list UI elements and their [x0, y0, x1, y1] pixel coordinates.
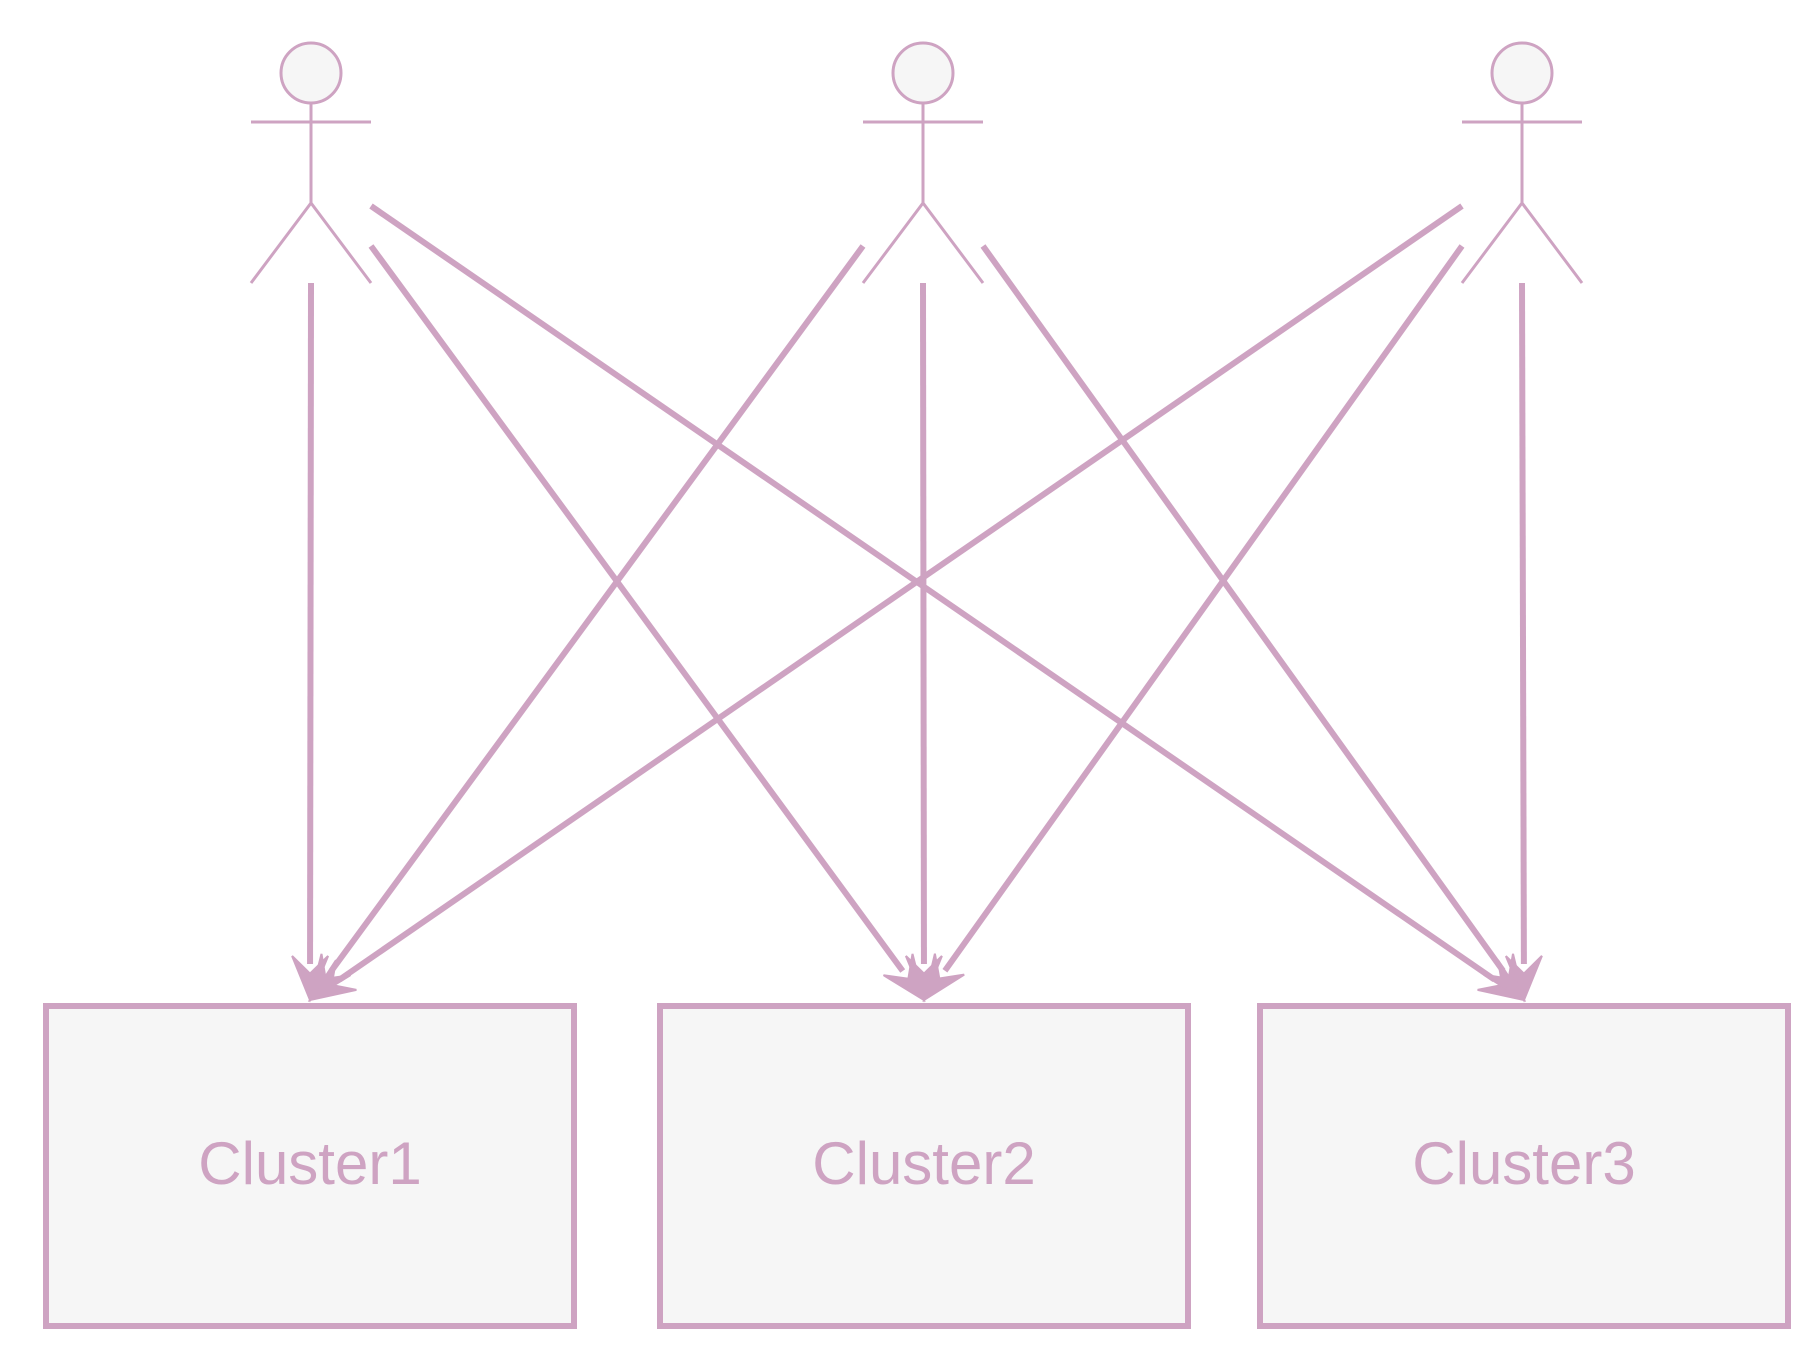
- cluster-node[interactable]: Cluster1: [43, 1003, 577, 1329]
- actor-head: [279, 41, 343, 105]
- cluster-label: Cluster1: [198, 1130, 421, 1197]
- edge-actor-1-to-cluster-1[interactable]: [307, 282, 314, 965]
- edges-layer: [307, 203, 1527, 983]
- cluster-label: Cluster3: [1412, 1130, 1635, 1197]
- cluster-node[interactable]: Cluster3: [1257, 1003, 1791, 1329]
- arrowhead: [922, 953, 965, 1003]
- edge-actor-3-to-cluster-2[interactable]: [942, 244, 1465, 973]
- actor-body: [249, 103, 373, 284]
- actor-figure[interactable]: [1460, 41, 1584, 284]
- edge-actor-1-to-cluster-2[interactable]: [368, 244, 906, 973]
- cluster-box: [43, 1003, 577, 1329]
- actor-figure[interactable]: [249, 41, 373, 284]
- edge-actor-2-to-cluster-1[interactable]: [328, 244, 866, 973]
- cluster-box: [1257, 1003, 1791, 1329]
- cluster-box: [657, 1003, 1191, 1329]
- edge-actor-3-to-cluster-1[interactable]: [337, 203, 1464, 983]
- actor-head: [1490, 41, 1554, 105]
- cluster-node[interactable]: Cluster2: [657, 1003, 1191, 1329]
- edge-actor-1-to-cluster-3[interactable]: [369, 203, 1497, 983]
- clusters-layer: Cluster1 Cluster2 Cluster3: [43, 1003, 1791, 1329]
- arrowheads-layer: [291, 953, 1543, 1003]
- actor-body: [861, 103, 985, 284]
- actor-figure[interactable]: [861, 41, 985, 284]
- edge-actor-2-to-cluster-2[interactable]: [920, 282, 927, 965]
- cluster-label: Cluster2: [812, 1130, 1035, 1197]
- arrowhead: [1504, 955, 1543, 1003]
- edge-actor-2-to-cluster-3[interactable]: [980, 244, 1506, 973]
- edge-actor-3-to-cluster-3[interactable]: [1519, 282, 1527, 965]
- arrowhead: [307, 959, 357, 1002]
- actors-layer: [249, 41, 1584, 284]
- actor-body: [1460, 103, 1584, 284]
- actor-head: [891, 41, 955, 105]
